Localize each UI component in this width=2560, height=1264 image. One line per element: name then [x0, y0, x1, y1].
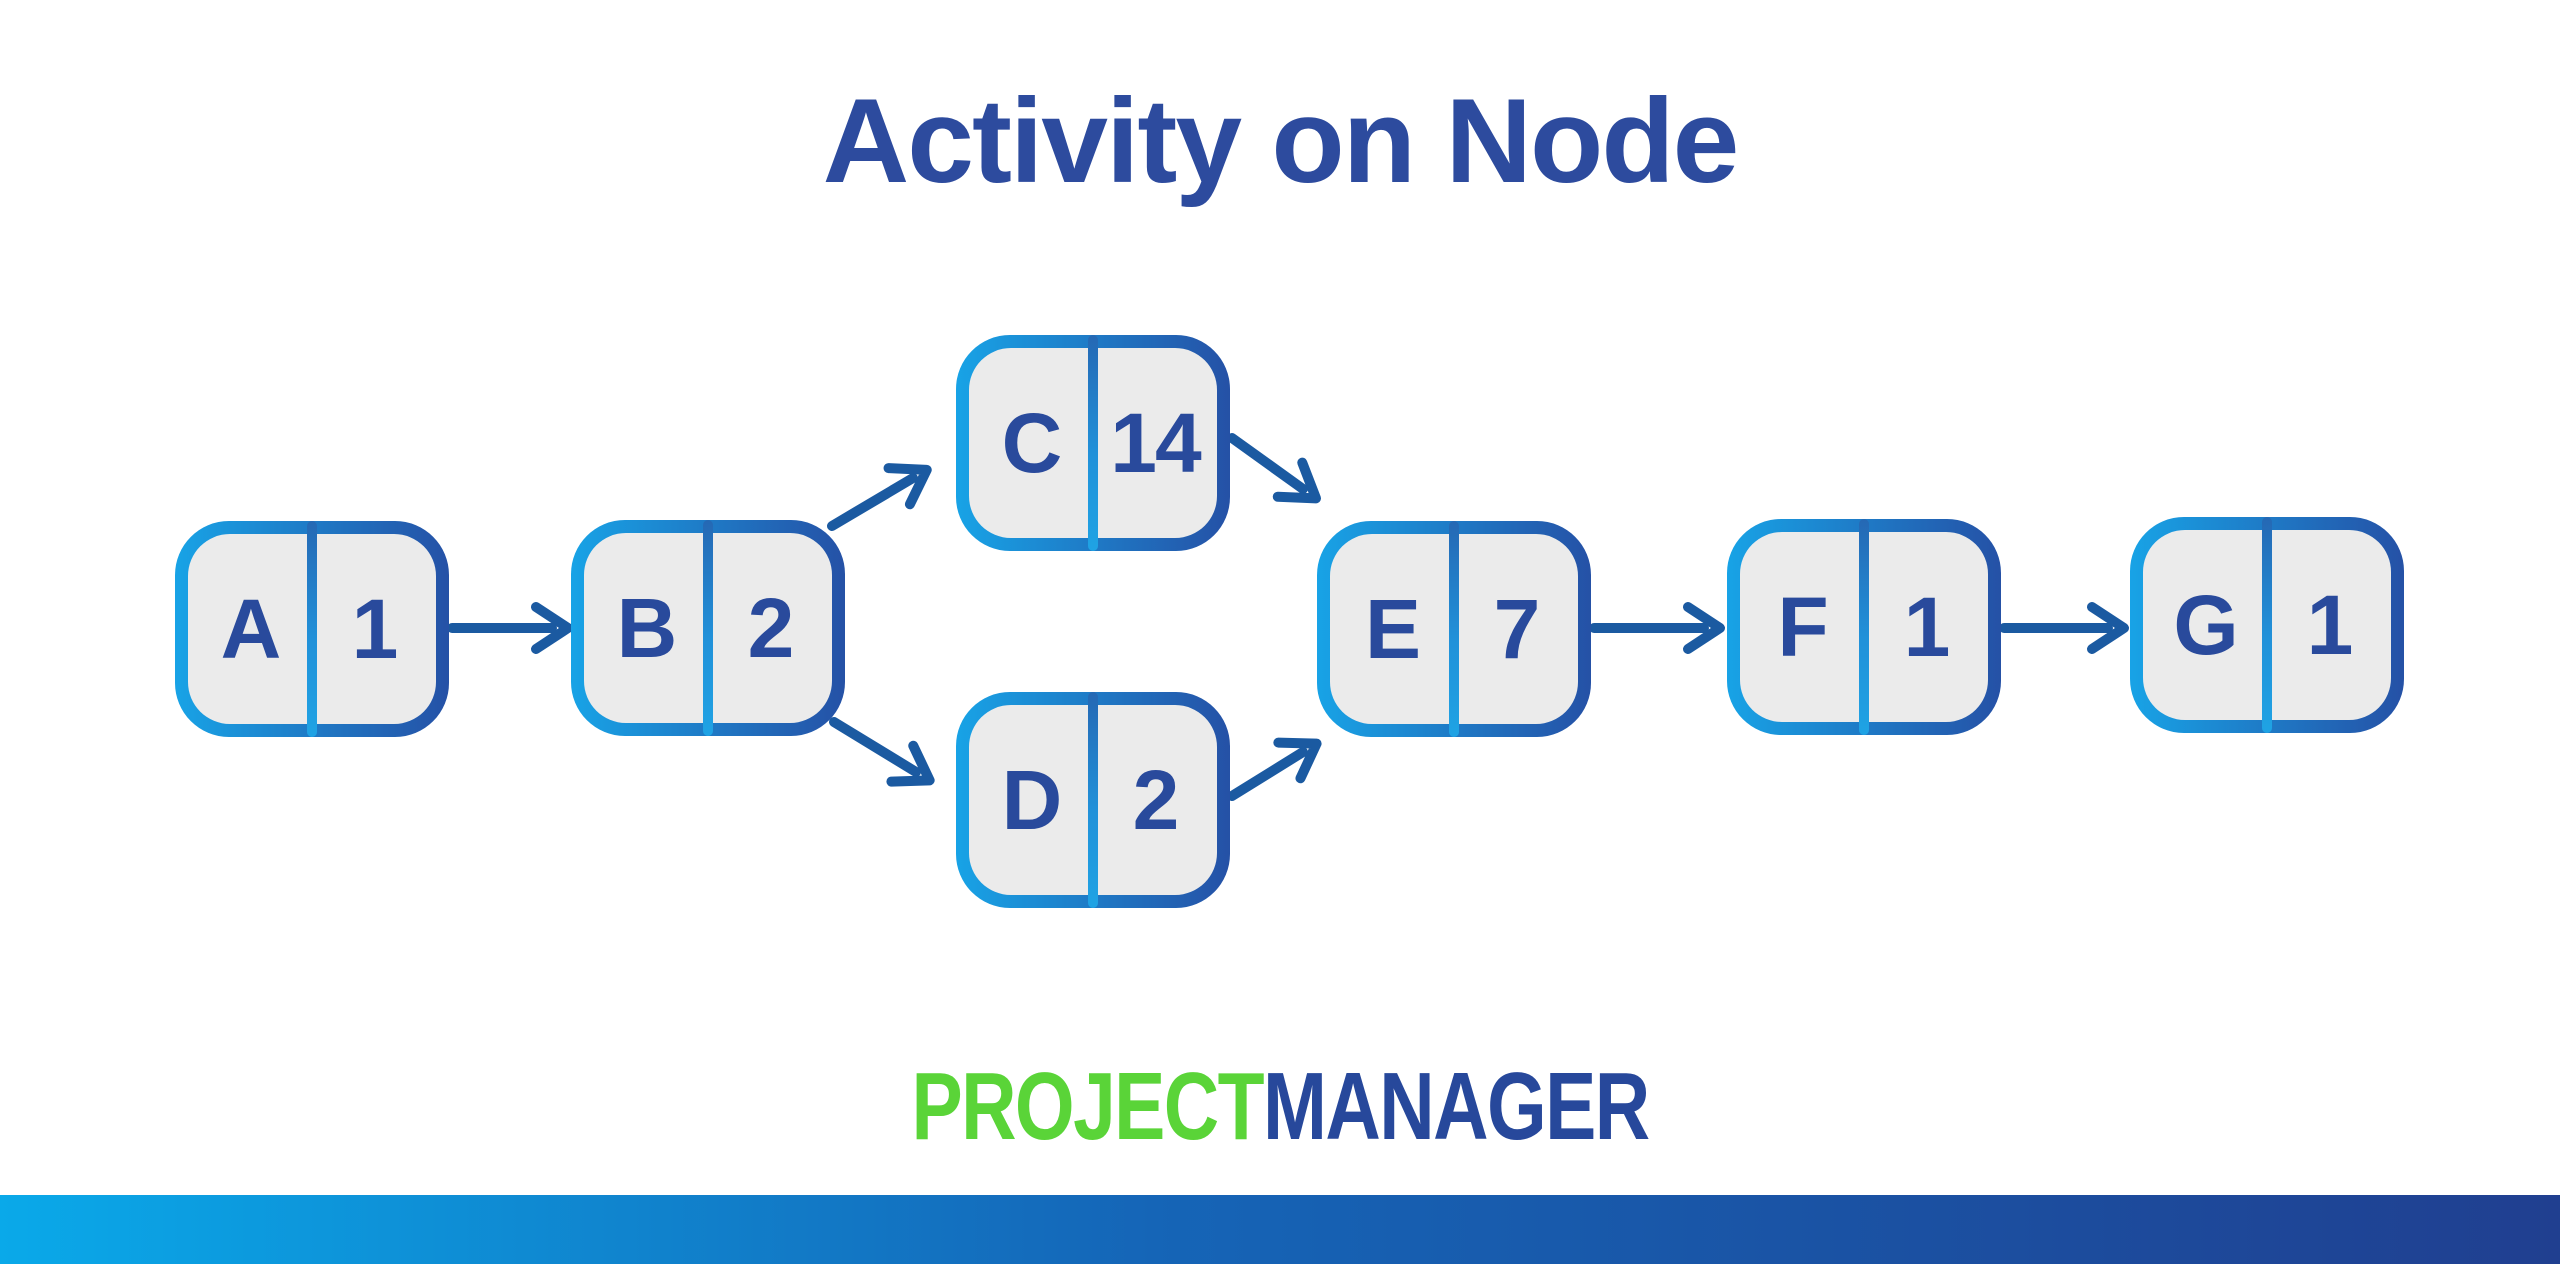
node-c-label: C — [1001, 395, 1063, 490]
footer-gradient-bar — [0, 1195, 2560, 1264]
node-b-label: B — [616, 580, 678, 675]
node-d-activity-cell: D — [969, 705, 1093, 895]
node-g-activity-cell: G — [2143, 530, 2267, 720]
arrow-b-to-d — [829, 717, 935, 787]
arrow-b-to-c — [827, 463, 932, 531]
node-c-duration-cell: 14 — [1093, 348, 1217, 538]
projectmanager-logo: PROJECTMANAGER — [256, 1052, 2304, 1162]
arrow-d-to-e — [1227, 737, 1322, 801]
node-a-activity-cell: A — [188, 534, 312, 724]
node-f-divider — [1859, 519, 1869, 735]
node-b-activity-cell: B — [584, 533, 708, 723]
node-e: E 7 — [1317, 521, 1591, 737]
node-d-duration-cell: 2 — [1093, 705, 1217, 895]
node-e-label: E — [1364, 581, 1421, 676]
node-d-divider — [1088, 692, 1098, 908]
node-g-duration: 1 — [2306, 577, 2354, 672]
node-b-divider — [703, 520, 713, 736]
node-b-duration-cell: 2 — [708, 533, 832, 723]
node-c-activity-cell: C — [969, 348, 1093, 538]
node-e-divider — [1449, 521, 1459, 737]
node-d-duration: 2 — [1132, 752, 1180, 847]
arrow-c-to-e — [1227, 433, 1321, 504]
page-title: Activity on Node — [822, 74, 1740, 208]
node-f-label: F — [1777, 579, 1828, 674]
node-b: B 2 — [571, 520, 845, 736]
node-c-divider — [1088, 335, 1098, 551]
node-b-duration: 2 — [747, 580, 795, 675]
node-a-duration: 1 — [351, 581, 399, 676]
node-g-duration-cell: 1 — [2267, 530, 2391, 720]
node-a-label: A — [220, 581, 282, 676]
node-c: C 14 — [956, 335, 1230, 551]
node-a-duration-cell: 1 — [312, 534, 436, 724]
node-e-duration-cell: 7 — [1454, 534, 1578, 724]
node-a: A 1 — [175, 521, 449, 737]
node-d-label: D — [1001, 752, 1063, 847]
node-d: D 2 — [956, 692, 1230, 908]
logo-project-text: PROJECT — [911, 1053, 1264, 1160]
node-a-divider — [307, 521, 317, 737]
node-f-duration: 1 — [1903, 579, 1951, 674]
node-e-duration: 7 — [1493, 581, 1541, 676]
node-f-duration-cell: 1 — [1864, 532, 1988, 722]
logo-manager-text: MANAGER — [1262, 1053, 1650, 1160]
node-g-divider — [2262, 517, 2272, 733]
node-f-activity-cell: F — [1740, 532, 1864, 722]
node-e-activity-cell: E — [1330, 534, 1454, 724]
node-f: F 1 — [1727, 519, 2001, 735]
node-c-duration: 14 — [1110, 395, 1201, 490]
node-g-label: G — [2173, 577, 2238, 672]
node-g: G 1 — [2130, 517, 2404, 733]
